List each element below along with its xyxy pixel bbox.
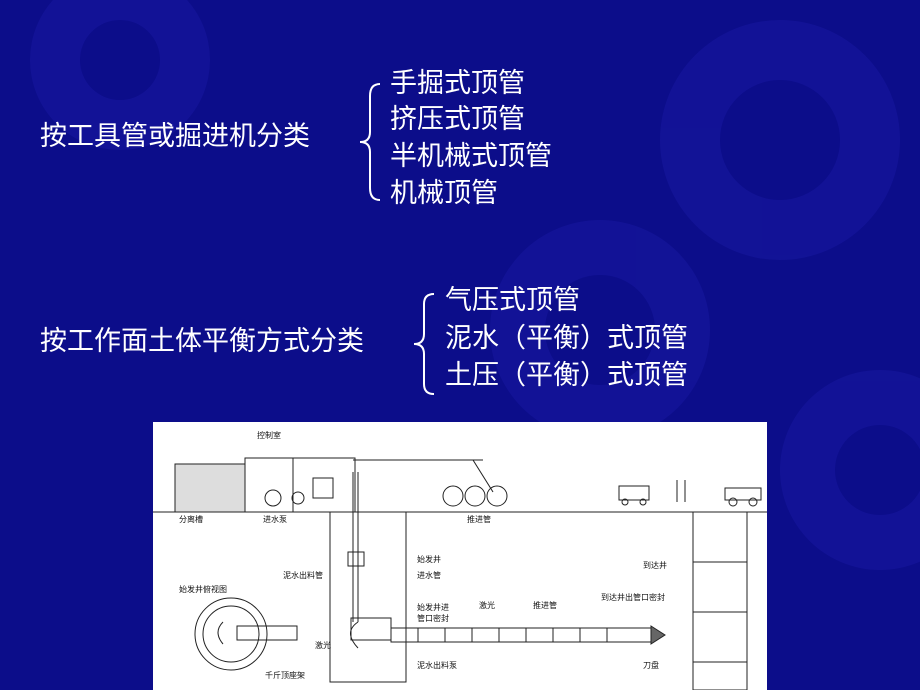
diagram-label: 激光 bbox=[315, 641, 331, 650]
diagram-label: 推进管 bbox=[533, 601, 557, 610]
diagram-label: 到达井 bbox=[643, 561, 667, 570]
diagram-label: 始发井进管口密封 bbox=[417, 603, 449, 623]
diagram-label: 进水泵 bbox=[263, 515, 287, 524]
category-item: 泥水（平衡）式顶管 bbox=[445, 323, 688, 354]
diagram-label: 推进管 bbox=[467, 515, 491, 524]
diagram-label: 分离槽 bbox=[179, 515, 203, 524]
category-item: 挤压式顶管 bbox=[390, 104, 525, 135]
diagram-label: 进水管 bbox=[417, 571, 441, 580]
diagram-label: 刀盘 bbox=[643, 661, 659, 670]
classification-label-balance: 按工作面土体平衡方式分类 bbox=[40, 326, 364, 357]
category-item: 半机械式顶管 bbox=[390, 141, 552, 172]
diagram-label: 始发井 bbox=[417, 555, 441, 564]
classification-label-tool: 按工具管或掘进机分类 bbox=[40, 121, 310, 152]
category-item: 手掘式顶管 bbox=[390, 68, 525, 99]
diagram-label: 始发井俯视图 bbox=[179, 585, 227, 594]
brace-icon bbox=[413, 293, 435, 395]
diagram-drawing bbox=[153, 457, 767, 690]
brace-icon bbox=[359, 83, 381, 201]
diagram-label: 千斤顶座架 bbox=[265, 671, 305, 680]
diagram-label: 泥水出料管 bbox=[283, 571, 323, 580]
diagram-label: 激光 bbox=[479, 601, 495, 610]
pipe-jacking-diagram: 控制室 分离槽 进水泵 推进管 始发井 进水管 泥水出料管 始发井俯视图 始发井… bbox=[153, 422, 767, 690]
diagram-label: 控制室 bbox=[257, 431, 281, 440]
category-item: 气压式顶管 bbox=[445, 285, 580, 316]
category-item: 机械顶管 bbox=[390, 178, 498, 209]
diagram-label: 到达井出管口密封 bbox=[601, 593, 665, 602]
diagram-label: 泥水出料泵 bbox=[417, 661, 457, 670]
category-item: 土压（平衡）式顶管 bbox=[445, 360, 688, 391]
